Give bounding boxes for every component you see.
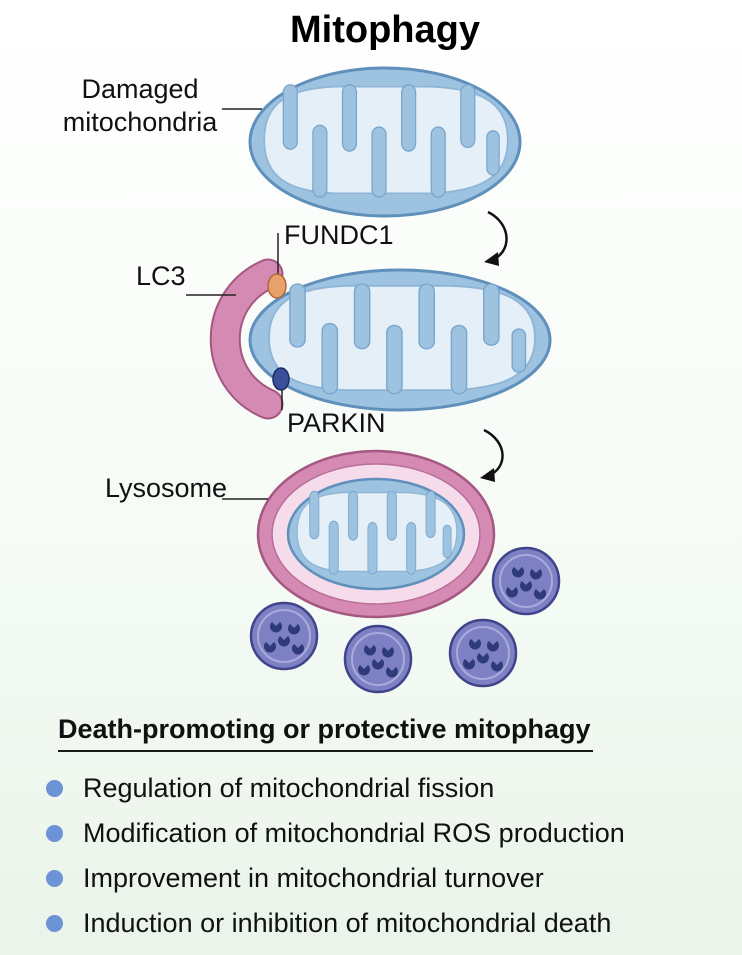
outcome-list: Regulation of mitochondrial fission Modi… bbox=[46, 766, 698, 946]
arrowhead-icon bbox=[484, 252, 499, 266]
bullet-dot-icon bbox=[46, 870, 63, 887]
autolysosome bbox=[256, 449, 496, 619]
parkin-protein bbox=[272, 367, 290, 391]
list-item-text: Regulation of mitochondrial fission bbox=[83, 773, 495, 803]
label-damaged-line2: mitochondria bbox=[63, 107, 219, 137]
lysosome-vesicle bbox=[343, 624, 413, 694]
label-lc3: LC3 bbox=[136, 261, 186, 291]
mitophagy-outcomes: Death-promoting or protective mitophagy … bbox=[46, 710, 698, 946]
arrowhead-icon bbox=[480, 468, 495, 482]
label-lysosome: Lysosome bbox=[105, 473, 227, 503]
label-damaged-line1: Damaged bbox=[81, 74, 198, 104]
page-title: Mitophagy bbox=[290, 9, 480, 51]
list-item: Modification of mitochondrial ROS produc… bbox=[46, 811, 698, 856]
bullet-dot-icon bbox=[46, 915, 63, 932]
engulfed-mitochondrion bbox=[248, 268, 552, 412]
lysosome-vesicle bbox=[249, 601, 319, 671]
mitophagy-diagram: Mitophagy Damaged mitochondria LC3 FUNDC… bbox=[63, 9, 561, 694]
damaged-mitochondrion bbox=[248, 66, 522, 218]
list-item: Regulation of mitochondrial fission bbox=[46, 766, 698, 811]
list-item-text: Modification of mitochondrial ROS produc… bbox=[83, 818, 625, 848]
list-item: Improvement in mitochondrial turnover bbox=[46, 856, 698, 901]
list-item: Induction or inhibition of mitochondrial… bbox=[46, 901, 698, 946]
list-item-text: Induction or inhibition of mitochondrial… bbox=[83, 908, 612, 938]
lc3-phagophore bbox=[211, 260, 282, 418]
label-fundc1: FUNDC1 bbox=[284, 220, 394, 250]
lysosome-vesicle bbox=[491, 546, 561, 616]
bullet-dot-icon bbox=[46, 825, 63, 842]
section-title: Death-promoting or protective mitophagy bbox=[58, 710, 593, 752]
label-parkin: PARKIN bbox=[287, 408, 386, 438]
list-item-text: Improvement in mitochondrial turnover bbox=[83, 863, 544, 893]
bullet-dot-icon bbox=[46, 780, 63, 797]
lysosome-vesicle bbox=[448, 618, 518, 688]
fundc1-receptor bbox=[267, 273, 287, 299]
